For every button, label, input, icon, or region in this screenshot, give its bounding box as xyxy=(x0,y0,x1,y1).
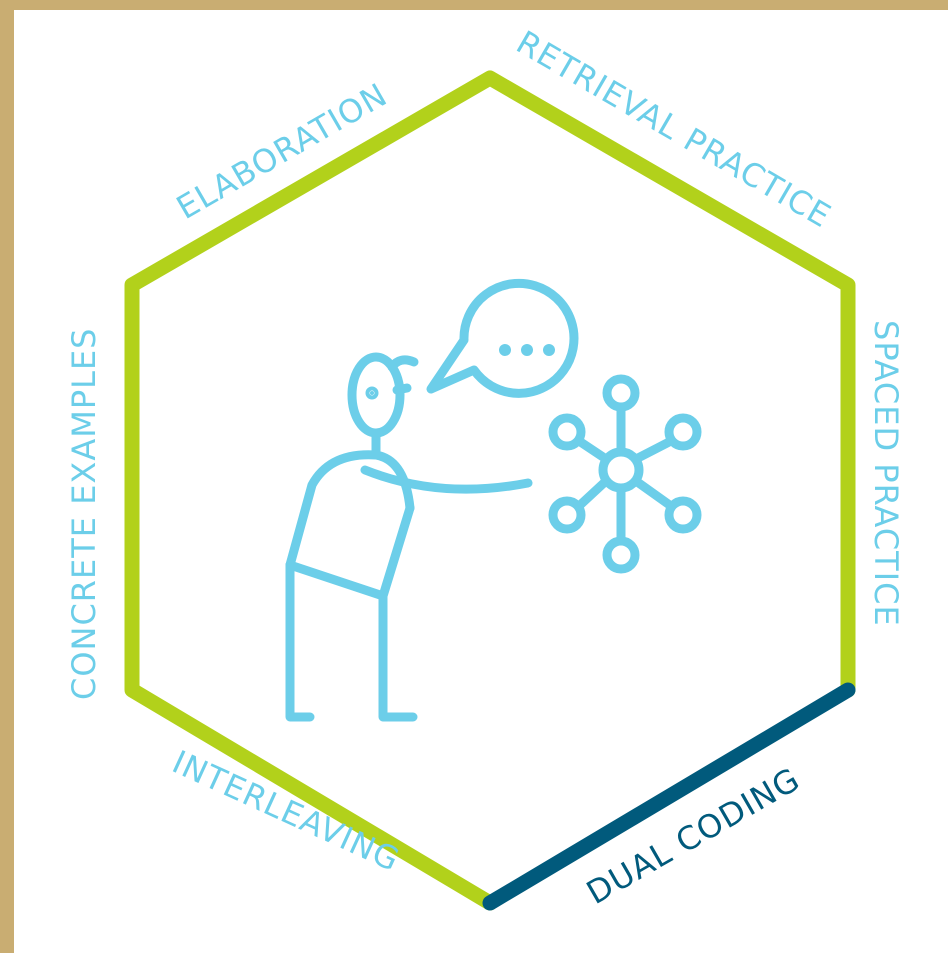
network-icon xyxy=(548,374,702,574)
diagram-panel xyxy=(14,10,948,953)
hexagon-dual-coding-segment xyxy=(482,682,856,911)
label-retrieval-practice: RETRIEVAL PRACTICE xyxy=(510,23,838,235)
hexagon-green-segments xyxy=(124,70,856,911)
person-icon xyxy=(285,352,533,722)
label-concrete-examples: CONCRETE EXAMPLES xyxy=(65,328,103,701)
label-interleaving: INTERLEAVING xyxy=(167,743,406,879)
label-spaced-practice: SPACED PRACTICE xyxy=(867,320,905,627)
hexagon-outline xyxy=(124,70,856,911)
speech-bubble-icon xyxy=(426,278,579,398)
